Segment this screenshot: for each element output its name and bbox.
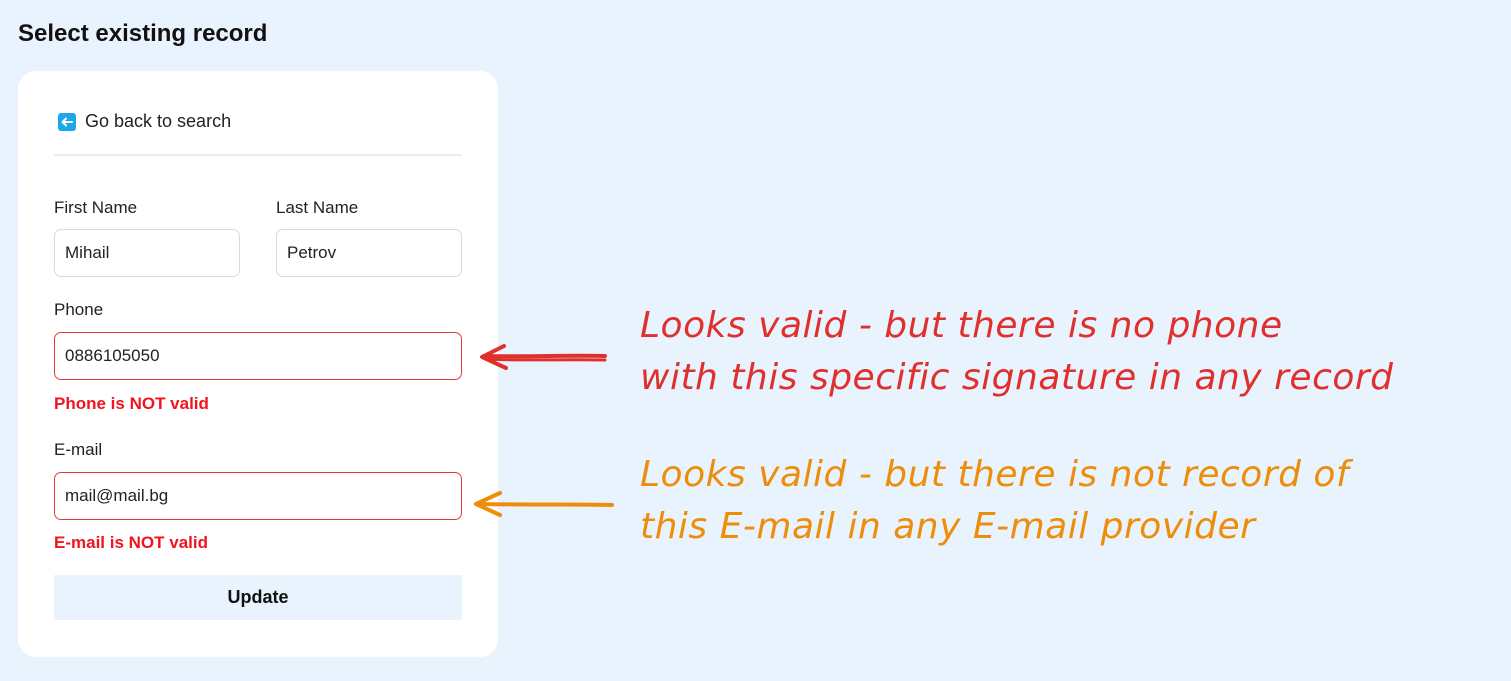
email-annotation: Looks valid - but there is not record of…	[640, 449, 1349, 553]
first-name-label: First Name	[54, 198, 138, 217]
update-button[interactable]: Update	[54, 575, 462, 620]
email-annotation-line1: Looks valid - but there is not record of	[640, 454, 1350, 495]
go-back-label: Go back to search	[85, 111, 232, 131]
email-arrow-icon	[474, 491, 614, 517]
last-name-input[interactable]	[276, 229, 462, 277]
phone-annotation: Looks valid - but there is no phone with…	[640, 300, 1394, 404]
phone-annotation-line1: Looks valid - but there is no phone	[640, 305, 1283, 346]
record-form-card: Go back to search First Name Last Name P…	[18, 71, 498, 657]
arrow-left-icon	[58, 112, 76, 131]
phone-arrow-icon	[480, 344, 607, 370]
go-back-link[interactable]: Go back to search	[58, 111, 231, 132]
email-error: E-mail is NOT valid	[54, 533, 208, 552]
phone-input[interactable]	[54, 332, 462, 380]
email-input[interactable]	[54, 472, 462, 520]
phone-error: Phone is NOT valid	[54, 394, 209, 413]
phone-annotation-line2: with this specific signature in any reco…	[640, 357, 1394, 398]
page-title: Select existing record	[18, 20, 268, 47]
phone-label: Phone	[54, 300, 104, 319]
last-name-label: Last Name	[276, 198, 359, 217]
divider	[54, 154, 462, 156]
email-annotation-line2: this E-mail in any E-mail provider	[640, 506, 1256, 547]
email-label: E-mail	[54, 440, 103, 459]
first-name-input[interactable]	[54, 229, 240, 277]
